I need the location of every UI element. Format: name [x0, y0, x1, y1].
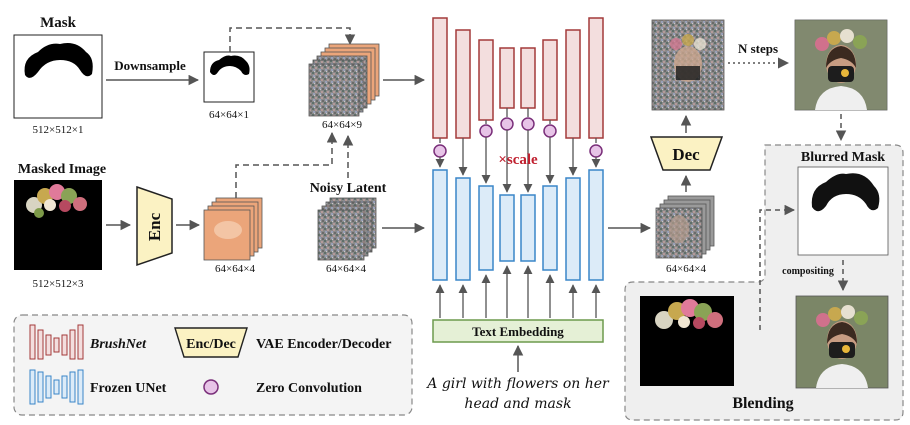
legend-unet-label: Frozen UNet	[90, 381, 167, 396]
downsampled-dims: 64×64×1	[209, 109, 249, 121]
legend-brushnet-icon	[29, 324, 84, 360]
masked-image-title: Masked Image	[18, 162, 106, 177]
text-embedding-box	[432, 319, 604, 343]
frozen-unet-block	[432, 169, 604, 281]
legend-enc-dec-icon	[174, 327, 248, 358]
mask-dims: 512×512×1	[33, 124, 84, 136]
scale-label: ×scale	[498, 152, 538, 168]
legend-enc-dec-label: Enc/Dec	[186, 337, 236, 352]
noisy-latent-dims: 64×64×4	[326, 263, 366, 275]
mask-shape	[24, 43, 93, 78]
concat-dims: 64×64×9	[322, 119, 362, 131]
latent-to-concat-line	[235, 131, 338, 198]
enc-block	[136, 185, 173, 267]
legend-unet-icon	[29, 369, 84, 405]
zero-convolutions	[433, 117, 603, 158]
masked-image-flowers	[26, 184, 87, 218]
final-blended-image	[795, 295, 889, 389]
dec-block	[649, 136, 724, 171]
mask-to-concat-line	[229, 27, 356, 52]
enc-label: Enc	[145, 212, 164, 241]
decoded-noisy-image	[651, 19, 725, 111]
downsample-label: Downsample	[114, 58, 186, 73]
noisy-latent-title: Noisy Latent	[310, 181, 387, 196]
blurred-mask-title: Blurred Mask	[801, 150, 885, 165]
text-embedding-arrows	[435, 265, 601, 318]
dec-label: Dec	[672, 145, 700, 164]
generated-image	[794, 19, 888, 111]
masked-to-blurred-line	[759, 204, 796, 330]
legend-brushnet-label: BrushNet	[89, 337, 147, 352]
output-latent-stack	[655, 195, 715, 259]
legend-box	[13, 314, 413, 416]
compositing-label: compositing	[782, 266, 834, 277]
downsampled-mask-shape	[210, 55, 250, 75]
blending-label: Blending	[732, 395, 793, 412]
n-steps-label: N steps	[738, 41, 778, 56]
brushnet-to-unet-arrows	[435, 108, 601, 193]
prompt-line-1: A girl with flowers on her	[425, 376, 610, 392]
brushnet-block	[432, 17, 604, 139]
blend-masked-image	[640, 296, 734, 386]
prompt-line-2: head and mask	[464, 396, 571, 412]
text-embedding-label: Text Embedding	[472, 324, 564, 339]
noisy-latent-stack	[317, 197, 377, 261]
concat-stack	[308, 43, 380, 117]
output-latent-dims: 64×64×4	[666, 263, 706, 275]
masked-latent-dims: 64×64×4	[215, 263, 255, 275]
masked-image-dims: 512×512×3	[33, 278, 84, 290]
legend-zero-conv-icon	[203, 379, 219, 395]
blurred-mask-shape	[811, 173, 880, 212]
masked-latent-stack	[203, 197, 263, 261]
legend-vae-label: VAE Encoder/Decoder	[256, 337, 391, 352]
mask-title: Mask	[40, 15, 76, 31]
legend-zero-conv-label: Zero Convolution	[256, 381, 362, 396]
